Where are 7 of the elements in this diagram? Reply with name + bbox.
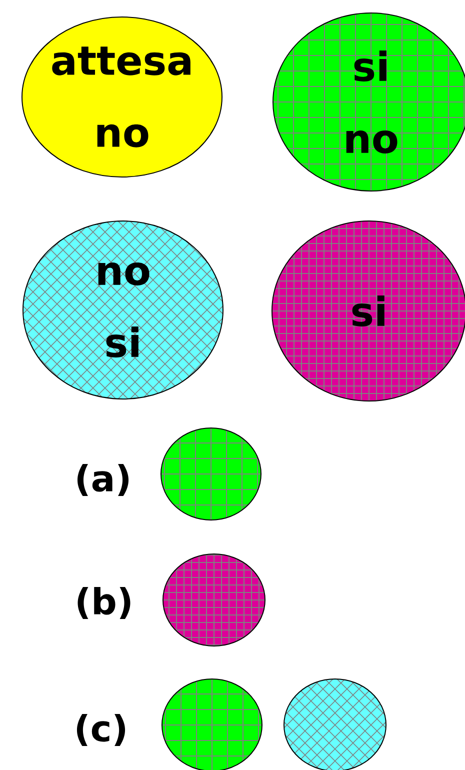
circle <box>162 554 266 646</box>
option-label: (b) <box>78 586 130 620</box>
circle <box>284 678 386 770</box>
option-label: (a) <box>78 464 128 496</box>
circle <box>162 678 262 770</box>
circle <box>160 428 262 520</box>
option-label: (c) <box>76 714 126 746</box>
